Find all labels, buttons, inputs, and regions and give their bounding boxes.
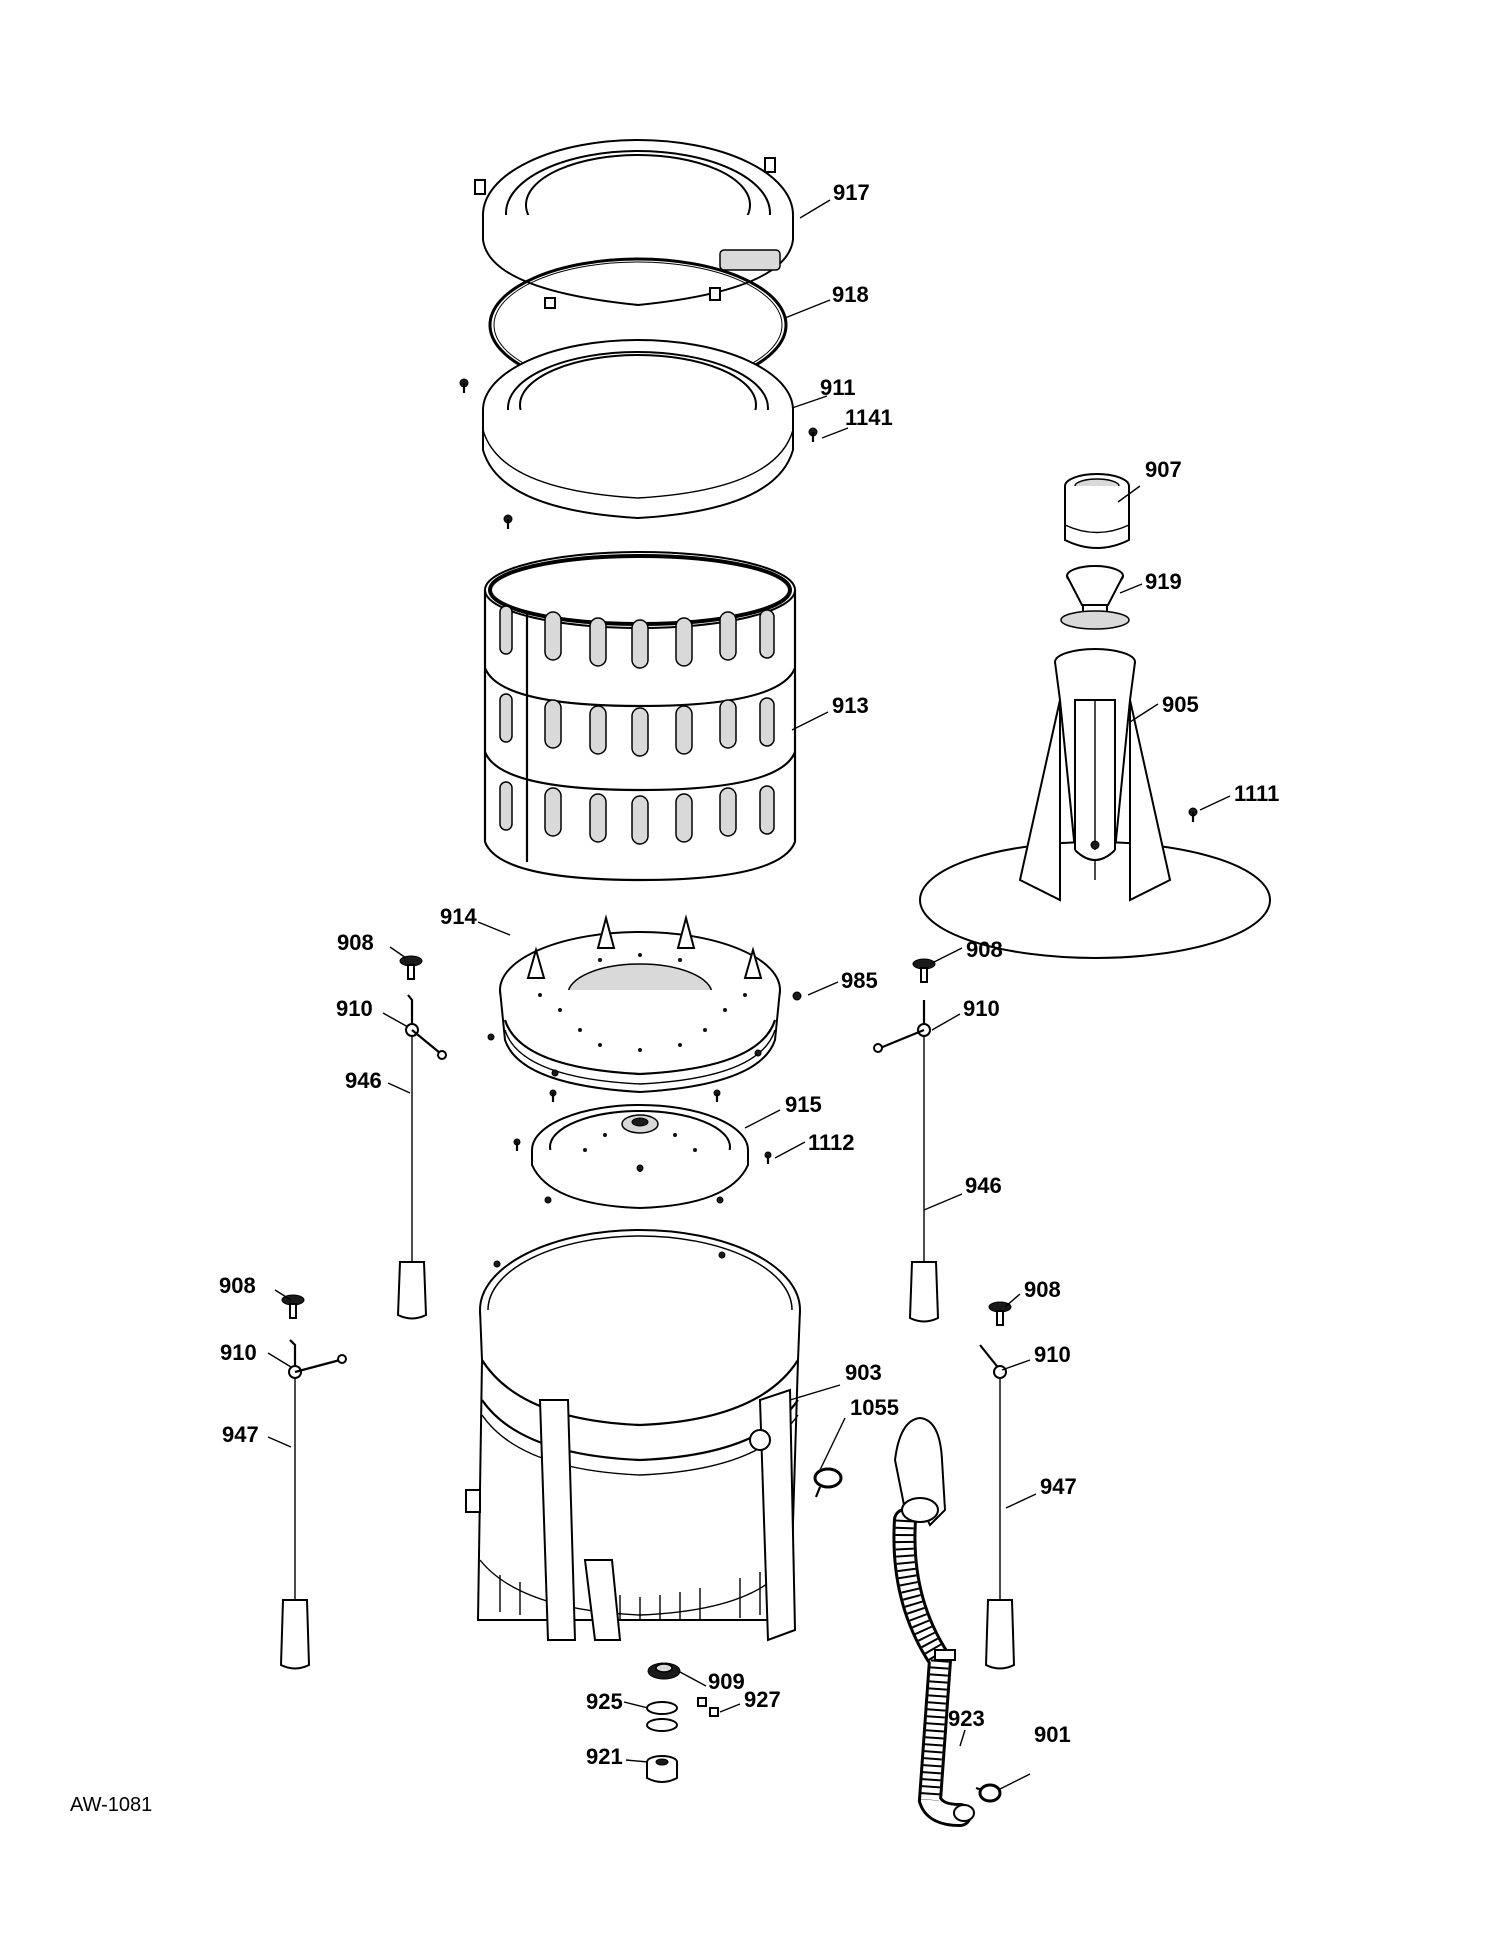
callout-908-upper-right[interactable]: 908 xyxy=(966,937,1003,962)
callout-1055[interactable]: 1055 xyxy=(850,1395,899,1420)
callout-903[interactable]: 903 xyxy=(845,1360,882,1385)
callout-labels: 917 918 911 1141 907 919 913 905 1111 91… xyxy=(219,180,1279,1769)
part-927-clip[interactable] xyxy=(697,1697,719,1717)
suspension-lower-left[interactable] xyxy=(279,1294,347,1670)
callout-1141[interactable]: 1141 xyxy=(845,405,893,430)
callout-917[interactable]: 917 xyxy=(833,180,870,205)
screw-icon xyxy=(459,378,818,529)
part-915-drive-hub[interactable] xyxy=(531,1104,749,1210)
callout-946-right[interactable]: 946 xyxy=(965,1173,1002,1198)
callout-1112[interactable]: 1112 xyxy=(808,1130,855,1155)
suspension-lower-right[interactable] xyxy=(979,1301,1016,1670)
callout-911[interactable]: 911 xyxy=(820,375,856,400)
part-907-agitator-cap[interactable] xyxy=(1064,473,1130,549)
callout-921[interactable]: 921 xyxy=(586,1744,623,1769)
callout-907[interactable]: 907 xyxy=(1145,457,1182,482)
basket-slots xyxy=(499,605,775,845)
callout-946-left[interactable]: 946 xyxy=(345,1068,382,1093)
part-919-fabric-softener-dispenser[interactable] xyxy=(1060,565,1130,630)
screw-icon xyxy=(1188,807,1198,822)
callout-908-upper-left[interactable]: 908 xyxy=(337,930,374,955)
suspension-upper-right[interactable] xyxy=(873,958,940,1323)
part-917-tub-cover[interactable] xyxy=(474,139,794,309)
callout-985[interactable]: 985 xyxy=(841,968,878,993)
callout-918[interactable]: 918 xyxy=(832,282,869,307)
screw-icon xyxy=(493,1251,726,1268)
bottom-perforations xyxy=(538,953,747,1052)
callout-910-upper-left[interactable]: 910 xyxy=(336,996,373,1021)
suspension-upper-left[interactable] xyxy=(396,955,447,1320)
part-923-drain-hose[interactable] xyxy=(892,1416,975,1827)
callout-909[interactable]: 909 xyxy=(708,1669,745,1694)
callout-914[interactable]: 914 xyxy=(440,904,477,929)
callout-913[interactable]: 913 xyxy=(832,693,869,718)
screw-icon xyxy=(487,991,802,1077)
part-903-outer-tub[interactable] xyxy=(465,1229,801,1642)
part-1055-hose-clamp[interactable] xyxy=(813,1467,843,1498)
part-905-agitator[interactable] xyxy=(919,648,1271,959)
callout-901[interactable]: 901 xyxy=(1034,1722,1071,1747)
part-901-hose-clamp[interactable] xyxy=(975,1783,1002,1803)
figure-code: AW-1081 xyxy=(70,1794,152,1816)
tub-ribs xyxy=(499,1572,761,1620)
callout-925[interactable]: 925 xyxy=(586,1689,623,1714)
callout-910-lower-left[interactable]: 910 xyxy=(220,1340,257,1365)
leader-lines xyxy=(267,199,1231,1791)
part-911-balance-ring[interactable] xyxy=(482,339,794,520)
callout-910-upper-right[interactable]: 910 xyxy=(963,996,1000,1021)
callout-908-lower-right[interactable]: 908 xyxy=(1024,1277,1061,1302)
part-921-bearing[interactable] xyxy=(646,1755,678,1783)
part-913-wash-basket[interactable] xyxy=(483,551,797,882)
callout-1111[interactable]: 1111 xyxy=(1234,781,1279,806)
callout-927[interactable]: 927 xyxy=(744,1687,781,1712)
part-914-basket-bottom[interactable] xyxy=(499,914,781,1094)
callout-910-lower-right[interactable]: 910 xyxy=(1034,1342,1071,1367)
part-909-seal[interactable] xyxy=(647,1662,681,1680)
callout-905[interactable]: 905 xyxy=(1162,692,1199,717)
screw-icon xyxy=(513,1089,772,1204)
callout-947-left[interactable]: 947 xyxy=(222,1422,259,1447)
callout-915[interactable]: 915 xyxy=(785,1092,822,1117)
callout-923[interactable]: 923 xyxy=(948,1706,985,1731)
callout-947-right[interactable]: 947 xyxy=(1040,1474,1077,1499)
callout-908-lower-left[interactable]: 908 xyxy=(219,1273,256,1298)
part-925-o-rings[interactable] xyxy=(646,1701,678,1732)
callout-919[interactable]: 919 xyxy=(1145,569,1182,594)
